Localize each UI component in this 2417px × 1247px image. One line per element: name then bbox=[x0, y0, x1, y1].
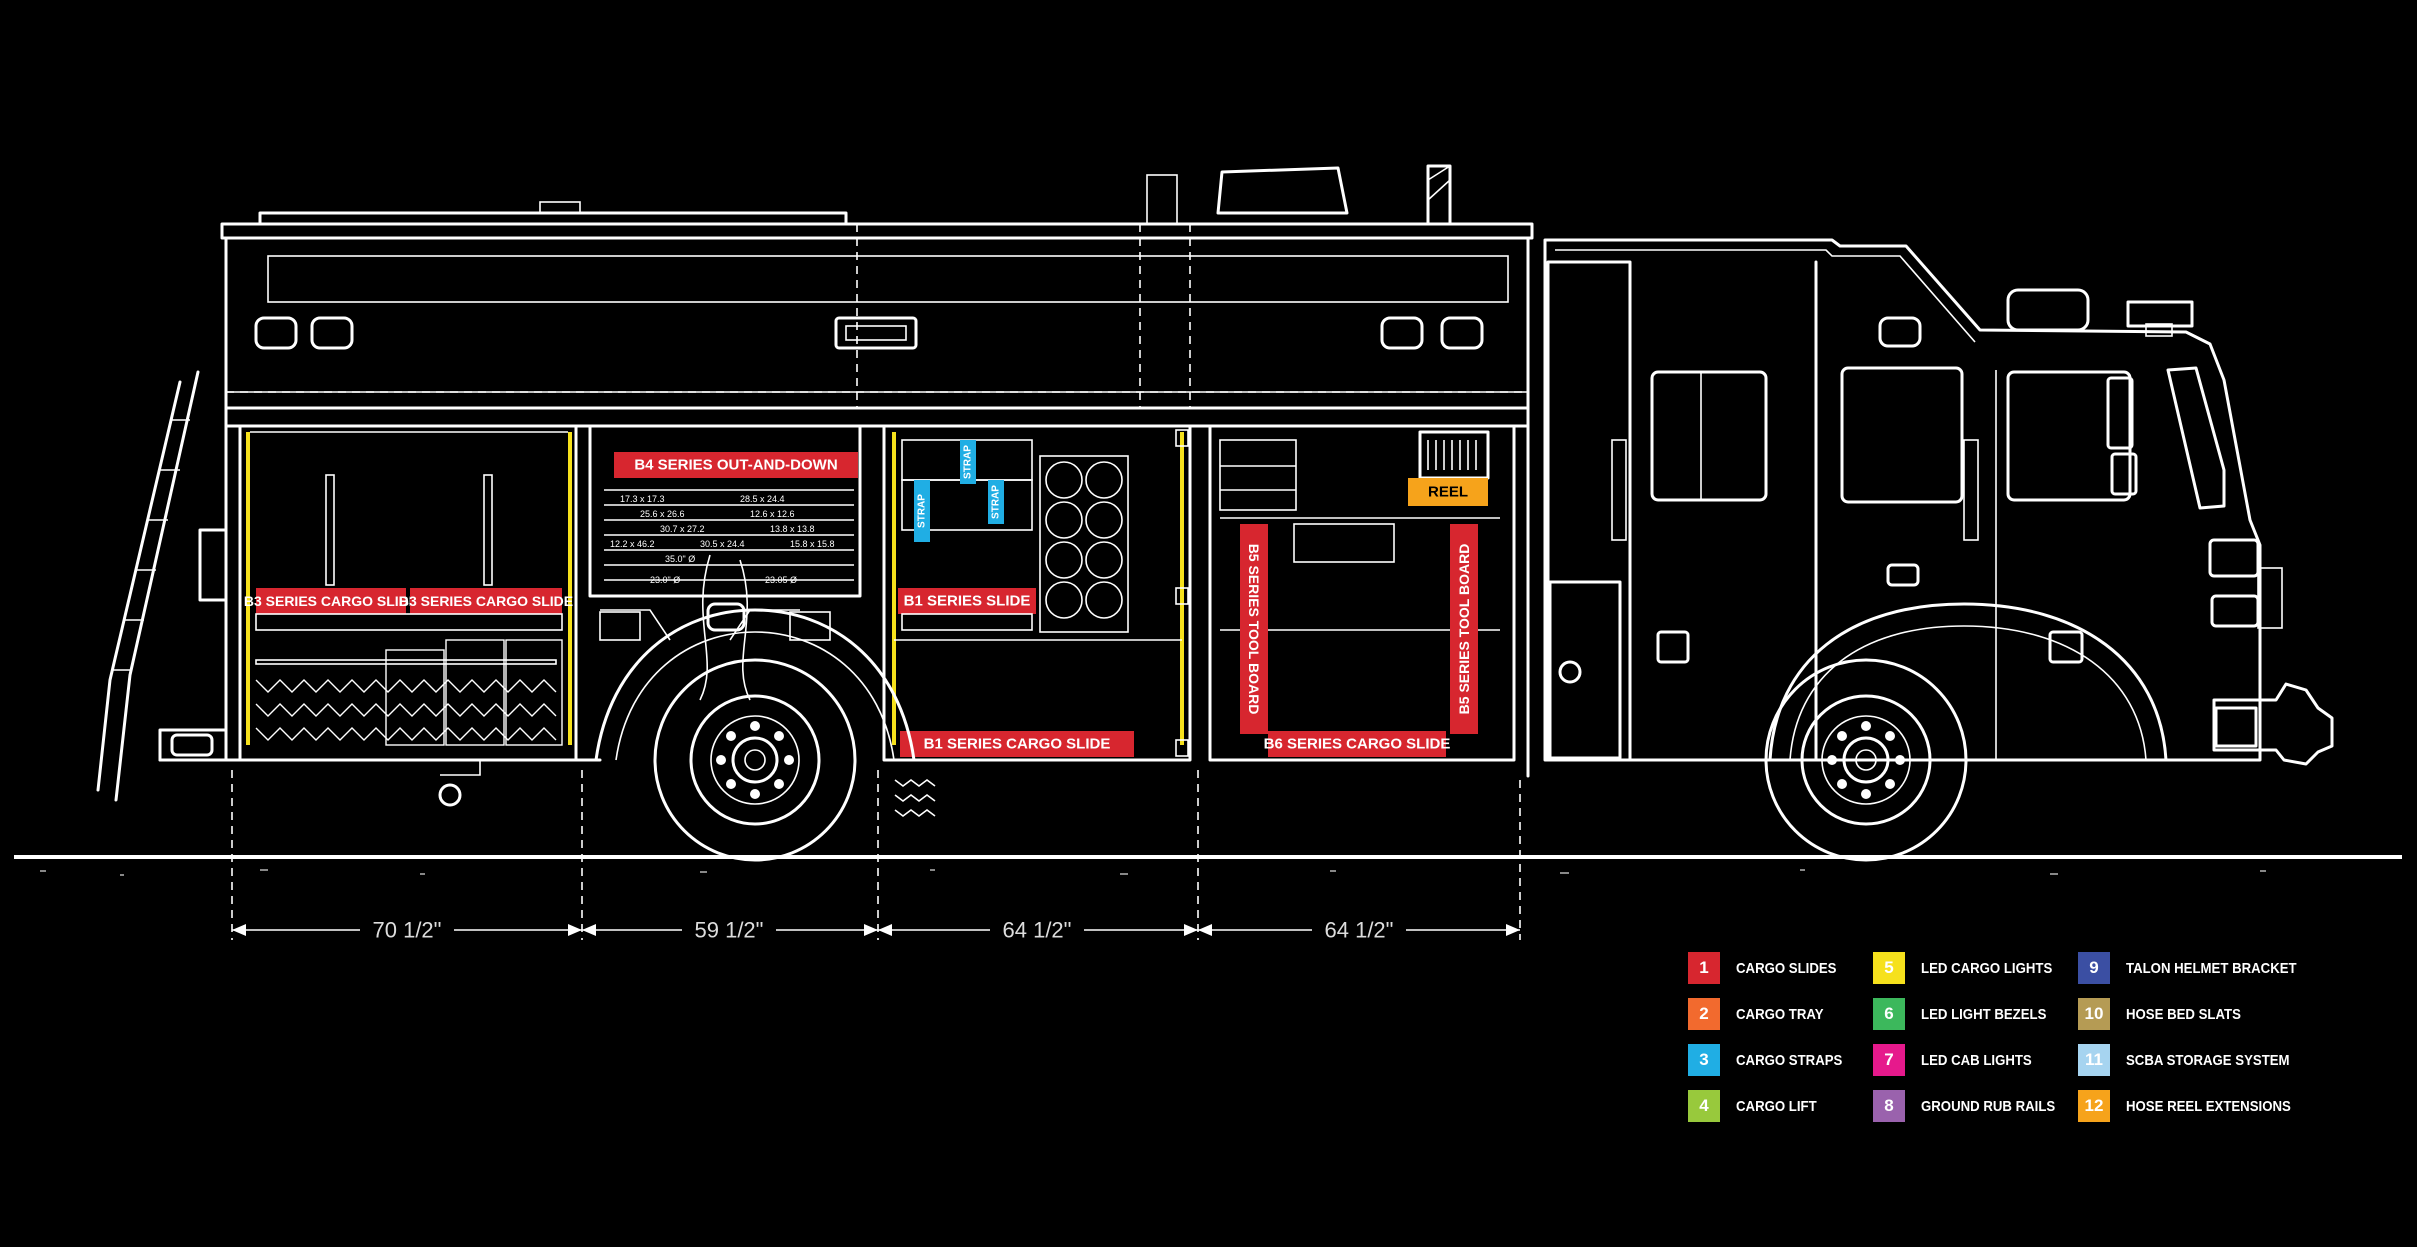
b1-series-slide-label: B1 SERIES SLIDE bbox=[904, 593, 1031, 610]
legend-item: 2 CARGO TRAY bbox=[1688, 998, 1835, 1030]
tray-size: 23.0" Ø bbox=[650, 575, 680, 585]
strap-2-label: STRAP bbox=[963, 445, 974, 479]
tray-size: 30.5 x 24.4 bbox=[700, 539, 745, 549]
b5-tool-board-left-label: B5 SERIES TOOL BOARD bbox=[1246, 544, 1262, 715]
legend-item: 6 LED LIGHT BEZELS bbox=[1873, 998, 2064, 1030]
strap-1-label: STRAP bbox=[917, 494, 928, 528]
b5-tool-board-left bbox=[1240, 524, 1268, 734]
legend-swatch: 3 bbox=[1688, 1044, 1720, 1076]
cab bbox=[1543, 238, 2334, 766]
dimension-label: 64 1/2" bbox=[1003, 918, 1072, 943]
legend-swatch: 8 bbox=[1873, 1090, 1905, 1122]
tray-size: 28.5 x 24.4 bbox=[740, 494, 785, 504]
legend-item: 11 SCBA STORAGE SYSTEM bbox=[2078, 1044, 2312, 1076]
legend: 1 CARGO SLIDES 2 CARGO TRAY 3 CARGO STRAPS 4 CA… bbox=[1688, 952, 2297, 1132]
legend-swatch: 5 bbox=[1873, 952, 1905, 984]
b3-slide-right bbox=[410, 588, 562, 614]
b3-slide-left-label: B3 SERIES CARGO SLIDE bbox=[244, 593, 418, 609]
strap-2 bbox=[960, 440, 976, 484]
b1-cargo-slide bbox=[900, 731, 1134, 757]
legend-item: 12 HOSE REEL EXTENSIONS bbox=[2078, 1090, 2313, 1122]
upper-marker-lights bbox=[254, 316, 1484, 350]
b3-slide-right-label: B3 SERIES CARGO SLIDE bbox=[399, 593, 573, 609]
legend-label: LED CAB LIGHTS bbox=[1921, 1051, 2032, 1069]
legend-item: 9 TALON HELMET BRACKET bbox=[2078, 952, 2320, 984]
ground-dots bbox=[40, 869, 2266, 876]
reel-label-bg bbox=[1408, 478, 1488, 506]
legend-label: LED CARGO LIGHTS bbox=[1921, 959, 2053, 977]
legend-item: 7 LED CAB LIGHTS bbox=[1873, 1044, 2047, 1076]
legend-label: HOSE BED SLATS bbox=[2126, 1005, 2241, 1023]
reel-label: REEL bbox=[1428, 484, 1468, 501]
body-roof bbox=[220, 164, 1534, 410]
legend-label: CARGO SLIDES bbox=[1736, 959, 1837, 977]
tray-size: 23.05 Ø bbox=[765, 575, 797, 585]
legend-label: CARGO TRAY bbox=[1736, 1005, 1824, 1023]
b4-out-down-label: B4 SERIES OUT-AND-DOWN bbox=[634, 457, 837, 474]
scba-bottle-rack bbox=[1039, 455, 1129, 633]
legend-swatch: 12 bbox=[2078, 1090, 2110, 1122]
legend-swatch: 9 bbox=[2078, 952, 2110, 984]
legend-item: 3 CARGO STRAPS bbox=[1688, 1044, 1857, 1076]
b4-out-down-bar bbox=[614, 452, 858, 478]
legend-item: 4 CARGO LIFT bbox=[1688, 1090, 1828, 1122]
b5-tool-board-right-label: B5 SERIES TOOL BOARD bbox=[1456, 544, 1472, 715]
b1-series-slide bbox=[898, 588, 1036, 614]
tray-size: 17.3 x 17.3 bbox=[620, 494, 665, 504]
legend-swatch: 7 bbox=[1873, 1044, 1905, 1076]
b1-cargo-slide-label: B1 SERIES CARGO SLIDE bbox=[924, 736, 1111, 753]
strap-3 bbox=[988, 480, 1004, 524]
legend-label: SCBA STORAGE SYSTEM bbox=[2126, 1051, 2290, 1069]
legend-label: CARGO STRAPS bbox=[1736, 1051, 1843, 1069]
strap-1 bbox=[914, 480, 930, 542]
compartment-2: B4 SERIES OUT-AND-DOWN 17.3 x 17.3 28.5 … bbox=[588, 424, 862, 701]
tray-size: 25.6 x 26.6 bbox=[640, 509, 685, 519]
strap-3-label: STRAP bbox=[991, 485, 1002, 519]
dimension-label: 70 1/2" bbox=[373, 918, 442, 943]
dimension-lines bbox=[231, 770, 1521, 946]
rear-wheel bbox=[594, 608, 916, 862]
legend-label: CARGO LIFT bbox=[1736, 1097, 1817, 1115]
legend-swatch: 4 bbox=[1688, 1090, 1720, 1122]
tray-size: 35.0" Ø bbox=[665, 554, 695, 564]
compartment-1: B3 SERIES CARGO SLIDE B3 SERIES CARGO SL… bbox=[238, 424, 578, 762]
legend-swatch: 2 bbox=[1688, 998, 1720, 1030]
tray-size: 15.8 x 15.8 bbox=[790, 539, 835, 549]
compartment-3: STRAP STRAP STRAP B1 SERIES SLIDE B1 SER… bbox=[882, 424, 1192, 817]
b5-tool-board-right bbox=[1450, 524, 1478, 734]
legend-label: LED LIGHT BEZELS bbox=[1921, 1005, 2047, 1023]
legend-swatch: 10 bbox=[2078, 998, 2110, 1030]
dimension-label: 64 1/2" bbox=[1325, 918, 1394, 943]
b6-cargo-slide-label: B6 SERIES CARGO SLIDE bbox=[1264, 736, 1451, 753]
legend-label: HOSE REEL EXTENSIONS bbox=[2126, 1097, 2291, 1115]
legend-item: 8 GROUND RUB RAILS bbox=[1873, 1090, 2074, 1122]
b6-cargo-slide bbox=[1268, 731, 1446, 757]
legend-swatch: 1 bbox=[1688, 952, 1720, 984]
legend-item: 10 HOSE BED SLATS bbox=[2078, 998, 2257, 1030]
legend-swatch: 6 bbox=[1873, 998, 1905, 1030]
legend-label: GROUND RUB RAILS bbox=[1921, 1097, 2056, 1115]
legend-swatch: 11 bbox=[2078, 1044, 2110, 1076]
dimension-label: 59 1/2" bbox=[695, 918, 764, 943]
legend-item: 5 LED CARGO LIGHTS bbox=[1873, 952, 2070, 984]
tray-size: 12.2 x 46.2 bbox=[610, 539, 655, 549]
tray-size: 12.6 x 12.6 bbox=[750, 509, 795, 519]
front-wheel bbox=[1764, 602, 2168, 862]
tray-size: 30.7 x 27.2 bbox=[660, 524, 705, 534]
legend-label: TALON HELMET BRACKET bbox=[2126, 959, 2297, 977]
b3-slide-left bbox=[256, 588, 406, 614]
tray-size: 13.8 x 13.8 bbox=[770, 524, 815, 534]
compartment-4: REEL B5 SERIES TOOL BOARD B5 SERIES TOOL… bbox=[1208, 424, 1516, 762]
legend-item: 1 CARGO SLIDES bbox=[1688, 952, 1850, 984]
